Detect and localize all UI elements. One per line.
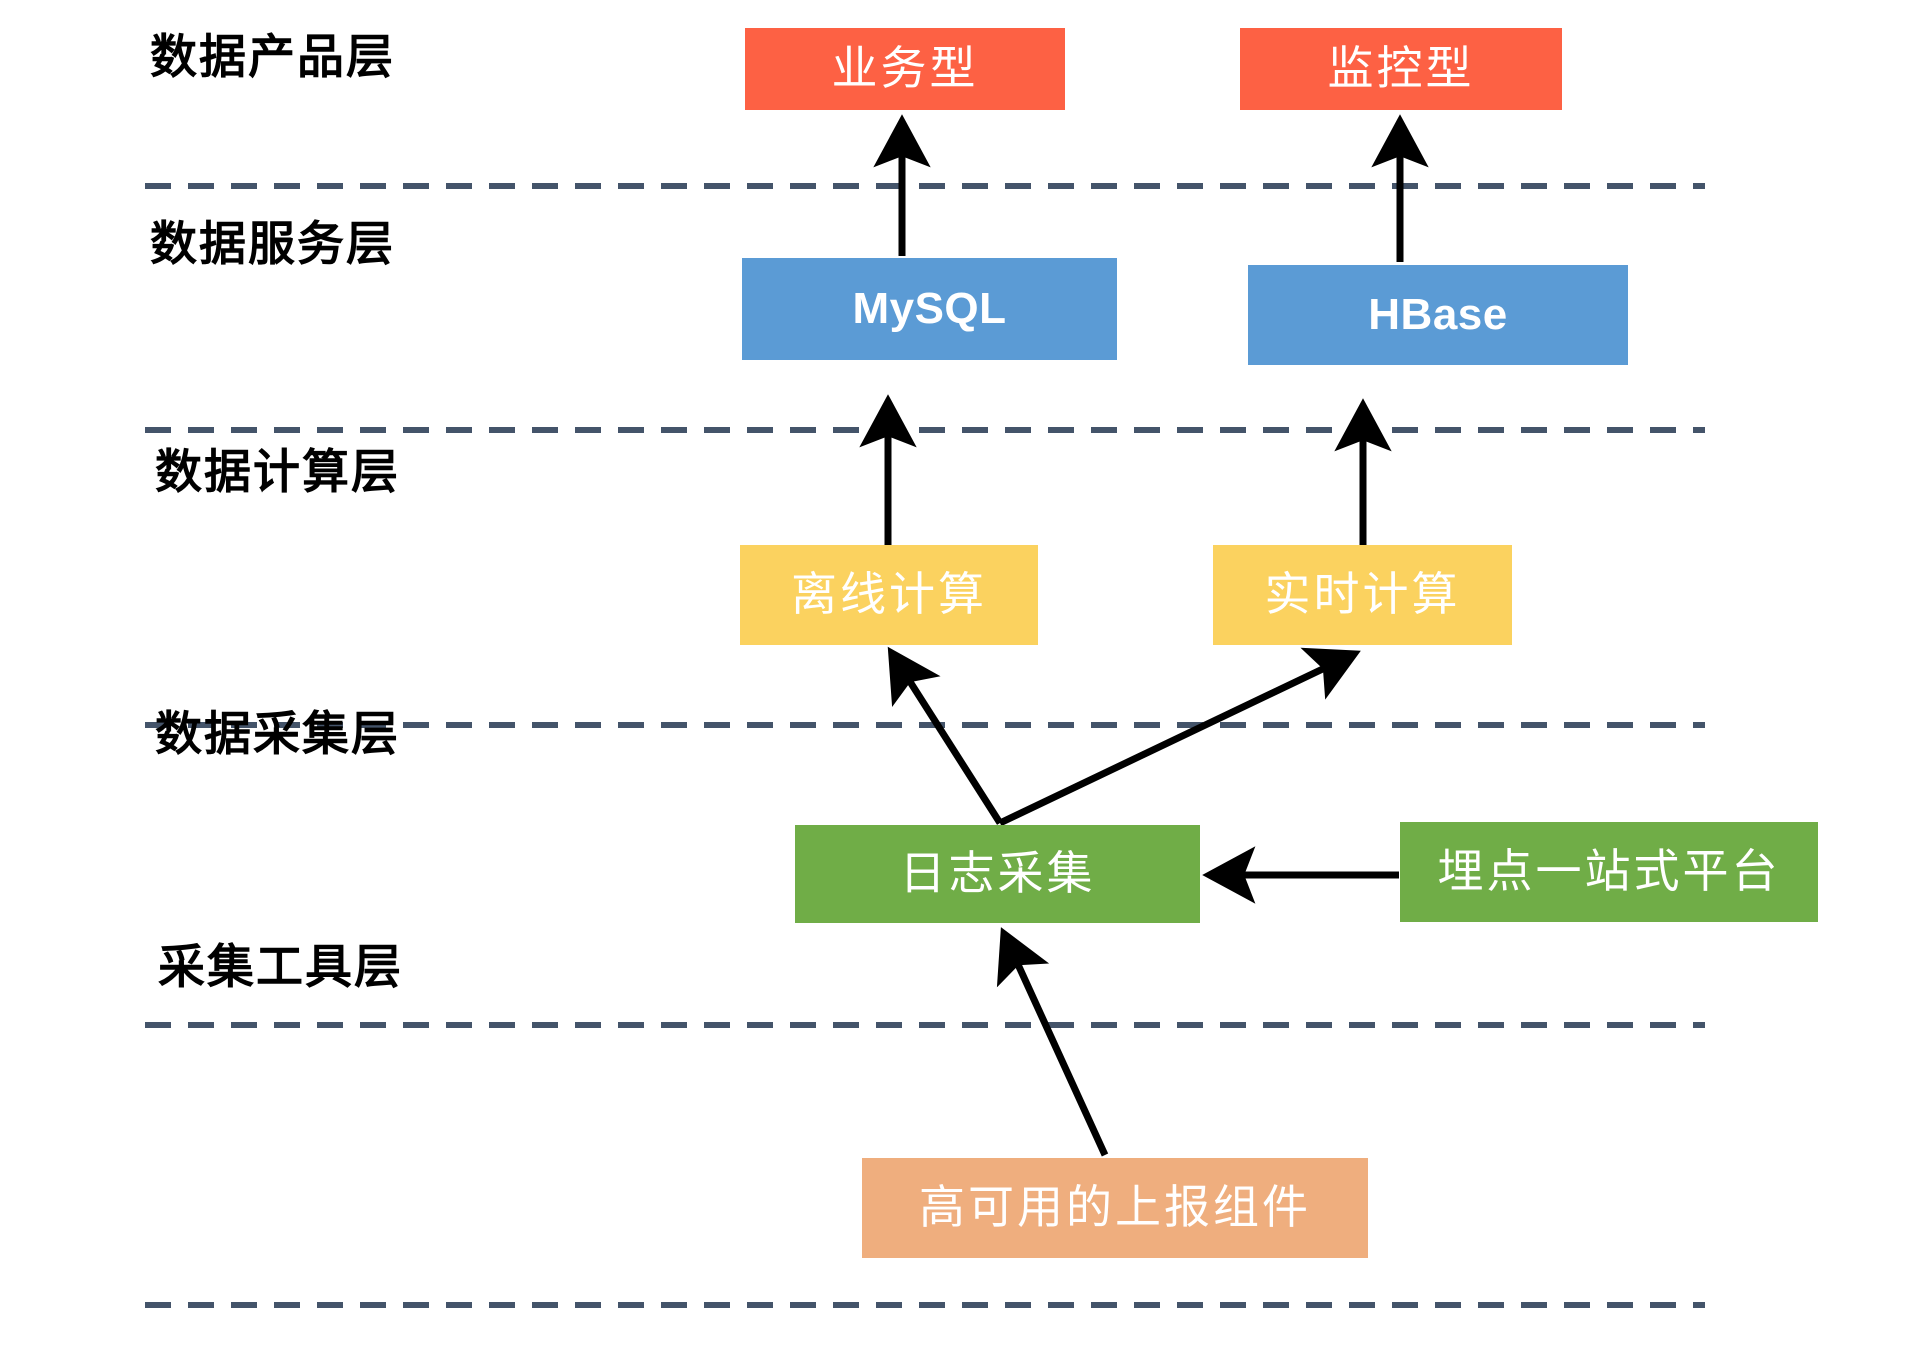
layer-label-data-product: 数据产品层 (150, 32, 395, 84)
node-realtime-compute-label: 实时计算 (1264, 569, 1461, 620)
layer-divider-2 (145, 427, 1705, 433)
node-log-collection[interactable]: 日志采集 (795, 825, 1200, 923)
node-offline-compute[interactable]: 离线计算 (740, 545, 1038, 645)
node-realtime-compute[interactable]: 实时计算 (1213, 545, 1512, 645)
node-ha-reporter[interactable]: 高可用的上报组件 (862, 1158, 1368, 1258)
node-business-label: 业务型 (831, 43, 979, 94)
node-hbase-label: HBase (1368, 290, 1508, 339)
node-tracking-platform-label: 埋点一站式平台 (1437, 846, 1781, 897)
node-offline-compute-label: 离线计算 (791, 569, 987, 620)
layer-label-data-service: 数据服务层 (150, 219, 395, 271)
layer-divider-5 (145, 1302, 1705, 1308)
layer-label-data-collect: 数据采集层 (155, 709, 400, 761)
layer-label-collect-tooling: 采集工具层 (158, 942, 403, 994)
node-log-collection-label: 日志采集 (899, 848, 1096, 899)
node-mysql[interactable]: MySQL (742, 258, 1117, 360)
node-business[interactable]: 业务型 (745, 28, 1065, 110)
layer-label-data-compute: 数据计算层 (155, 447, 400, 499)
edge-log-to-offline (887, 646, 1003, 825)
node-mysql-label: MySQL (852, 284, 1007, 333)
layer-divider-1 (145, 183, 1705, 189)
node-monitor-label: 监控型 (1327, 43, 1475, 94)
edge-log-to-realtime (998, 647, 1361, 827)
layer-divider-4 (145, 1022, 1705, 1028)
node-hbase[interactable]: HBase (1248, 265, 1628, 365)
node-monitor[interactable]: 监控型 (1240, 28, 1562, 110)
node-tracking-platform[interactable]: 埋点一站式平台 (1400, 822, 1818, 922)
node-ha-reporter-label: 高可用的上报组件 (919, 1182, 1311, 1233)
edge-reporter-to-log (996, 927, 1109, 1157)
